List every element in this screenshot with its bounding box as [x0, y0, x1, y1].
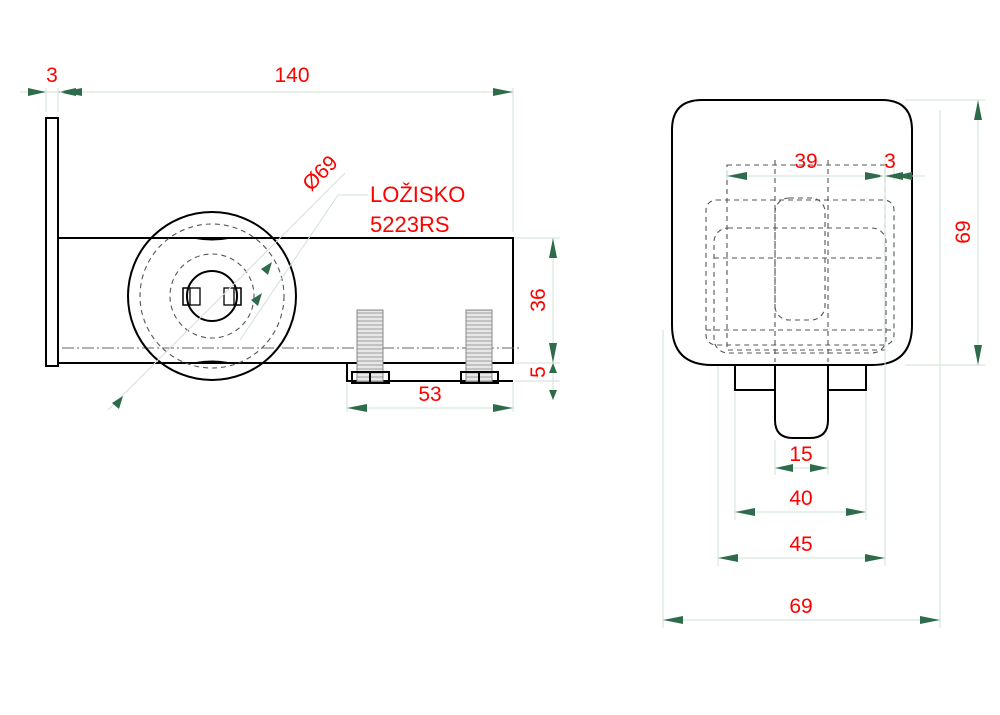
- annotation-bearing-code: 5223RS: [370, 212, 450, 237]
- dim-value-inner-width: 39: [794, 150, 817, 173]
- side-view-group: 39 3 69 15: [662, 99, 985, 628]
- dimension-plate-thickness: 3: [20, 64, 100, 112]
- mounting-plate: [45, 117, 59, 367]
- dimension-overall-width: 69: [662, 110, 941, 628]
- dimension-arm-height: 36: [515, 237, 560, 364]
- dim-value-overall-length: 140: [274, 64, 309, 87]
- leader-bearing-note: LOŽISKO 5223RS: [239, 182, 465, 341]
- dimension-bolt-spacing: 53: [346, 383, 514, 412]
- annotation-wheel-diameter: Ø69: [298, 151, 342, 195]
- annotation-bearing-name: LOŽISKO: [370, 182, 465, 207]
- front-view-group: 3 140 36 5: [20, 64, 560, 412]
- wheel-arm-intersection: [195, 237, 229, 364]
- side-hidden-detail: [705, 164, 895, 354]
- dimension-overall-length: 140: [57, 64, 514, 232]
- dimension-wall-thickness: 3: [880, 150, 925, 180]
- side-hidden-verticals: [774, 160, 829, 362]
- leader-wheel-diameter: Ø69: [107, 151, 346, 411]
- threaded-stud-right: [460, 309, 499, 384]
- dim-value-flange-height: 5: [527, 366, 550, 378]
- wheel-outline: [127, 211, 297, 381]
- threaded-stud-left: [351, 309, 390, 384]
- dimension-body-height: 69: [905, 99, 985, 366]
- dimension-flange-width: 45: [717, 180, 886, 566]
- dim-value-overall-width: 69: [789, 595, 812, 618]
- side-stem: [734, 365, 867, 439]
- dimension-flange-height: 5: [515, 363, 560, 400]
- hub-bore: [182, 270, 242, 322]
- dim-value-flange-width: 45: [789, 533, 812, 556]
- dimension-inner-width: 39: [726, 150, 886, 180]
- bearing-hidden-circles: [139, 223, 285, 369]
- dim-value-body-height: 69: [952, 220, 975, 243]
- dimension-bracket-width: 40: [734, 392, 867, 520]
- dim-value-bolt-spacing: 53: [418, 383, 441, 406]
- dim-value-wall-thickness: 3: [884, 150, 896, 173]
- dimension-stem-width: 15: [774, 440, 829, 475]
- dim-value-bracket-width: 40: [789, 487, 812, 510]
- dim-value-stem-width: 15: [789, 443, 812, 466]
- side-body-outline: [671, 99, 913, 366]
- arm-body: [57, 237, 514, 382]
- dim-value-arm-height: 36: [527, 288, 550, 311]
- dim-value-plate-thickness: 3: [46, 64, 58, 87]
